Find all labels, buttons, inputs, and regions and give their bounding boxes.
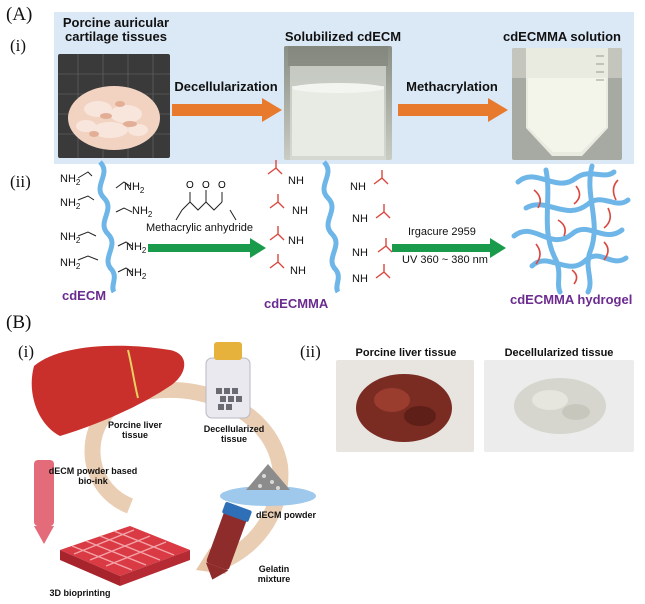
cartilage-photo: [58, 54, 170, 158]
reagent-methacrylic-anhydride: Methacrylic anhydride: [146, 222, 253, 234]
cdecm-name: cdECM: [62, 288, 107, 303]
panel-a-label: (A): [6, 4, 33, 25]
hydrogel-network: [511, 163, 631, 295]
svg-text:NH2: NH2: [60, 257, 81, 271]
svg-text:NH: NH: [352, 247, 368, 259]
powder-label: dECM powder: [256, 510, 316, 520]
decellularization-label: Decellularization: [174, 79, 278, 94]
bioprinting-label: 3D bioprinting: [49, 588, 111, 598]
solubilized-photo: [284, 46, 392, 160]
svg-text:NH2: NH2: [60, 173, 81, 187]
svg-text:NH2: NH2: [126, 267, 147, 281]
scaffold-icon: [60, 526, 190, 586]
cdecmma-hydrogel-name: cdECMMA hydrogel: [510, 292, 633, 307]
svg-text:NH: NH: [350, 181, 366, 193]
svg-text:NH: NH: [290, 265, 306, 277]
bioink-label: dECM powder based bio-ink: [48, 466, 138, 486]
cdecmma-solution-title: cdECMMA solution: [503, 29, 621, 44]
liver-label: Porcine liver tissue: [107, 420, 163, 440]
chemistry-scheme: NH2 NH2 NH2 NH2 NH2 NH2 NH2 NH2 O O O NH…: [60, 160, 631, 295]
photo-liver-caption: Porcine liver tissue: [355, 347, 457, 359]
svg-text:O: O: [202, 180, 210, 191]
anhydride-structure: [175, 190, 237, 221]
bioink-schematic: [31, 342, 316, 586]
cartilage-title: Porcine auricular cartilage tissues: [62, 15, 170, 44]
svg-text:NH2: NH2: [126, 241, 147, 255]
svg-text:NH2: NH2: [132, 205, 153, 219]
panel-b-i-label: (i): [18, 342, 35, 361]
cdecmma-name: cdECMMA: [264, 296, 329, 311]
petri-dish-icon: [220, 486, 316, 506]
photo-powder: [336, 456, 474, 598]
panel-b-ii-label: (ii): [300, 342, 321, 361]
svg-text:NH: NH: [288, 235, 304, 247]
photo-liver: [336, 360, 474, 452]
methacrylation-arrow: [398, 98, 508, 122]
svg-text:NH2: NH2: [124, 181, 145, 195]
svg-text:O: O: [186, 180, 194, 191]
row-i-label: (i): [10, 36, 27, 55]
gelatin-label: Gelatin mixture: [257, 564, 291, 584]
methacryl-groups: [267, 160, 393, 279]
photo-bioink-caption: dECM pBio-ink: [523, 461, 595, 472]
svg-text:NH: NH: [292, 205, 308, 217]
panel-b-label: (B): [6, 312, 32, 333]
svg-text:NH2: NH2: [60, 231, 81, 245]
reagent-irgacure: Irgacure 2959: [408, 226, 476, 238]
cdecmma-solution-photo: [512, 48, 622, 160]
photo-bioink: [484, 456, 634, 598]
svg-text:NH: NH: [352, 273, 368, 285]
liver-shape: [31, 345, 185, 436]
svg-text:NH: NH: [288, 175, 304, 187]
methacrylation-label: Methacrylation: [406, 79, 498, 94]
tube-icon: [205, 502, 252, 580]
row-ii-label: (ii): [10, 172, 31, 191]
decellularization-arrow: [172, 98, 282, 122]
cdecm-backbone: [97, 160, 117, 294]
svg-text:O: O: [218, 180, 226, 191]
photo-decell: [484, 360, 634, 452]
photo-decell-caption: Decellularized tissue: [504, 347, 614, 359]
decell-label: Decellularized tissue: [203, 424, 265, 444]
solubilized-title: Solubilized cdECM: [284, 29, 402, 44]
svg-text:NH: NH: [352, 213, 368, 225]
photo-powder-caption: dECM powder: [371, 461, 439, 472]
svg-text:NH2: NH2: [60, 197, 81, 211]
syringe-icon: [34, 460, 54, 526]
reagent-uv: UV 360 ~ 380 nm: [402, 254, 488, 266]
